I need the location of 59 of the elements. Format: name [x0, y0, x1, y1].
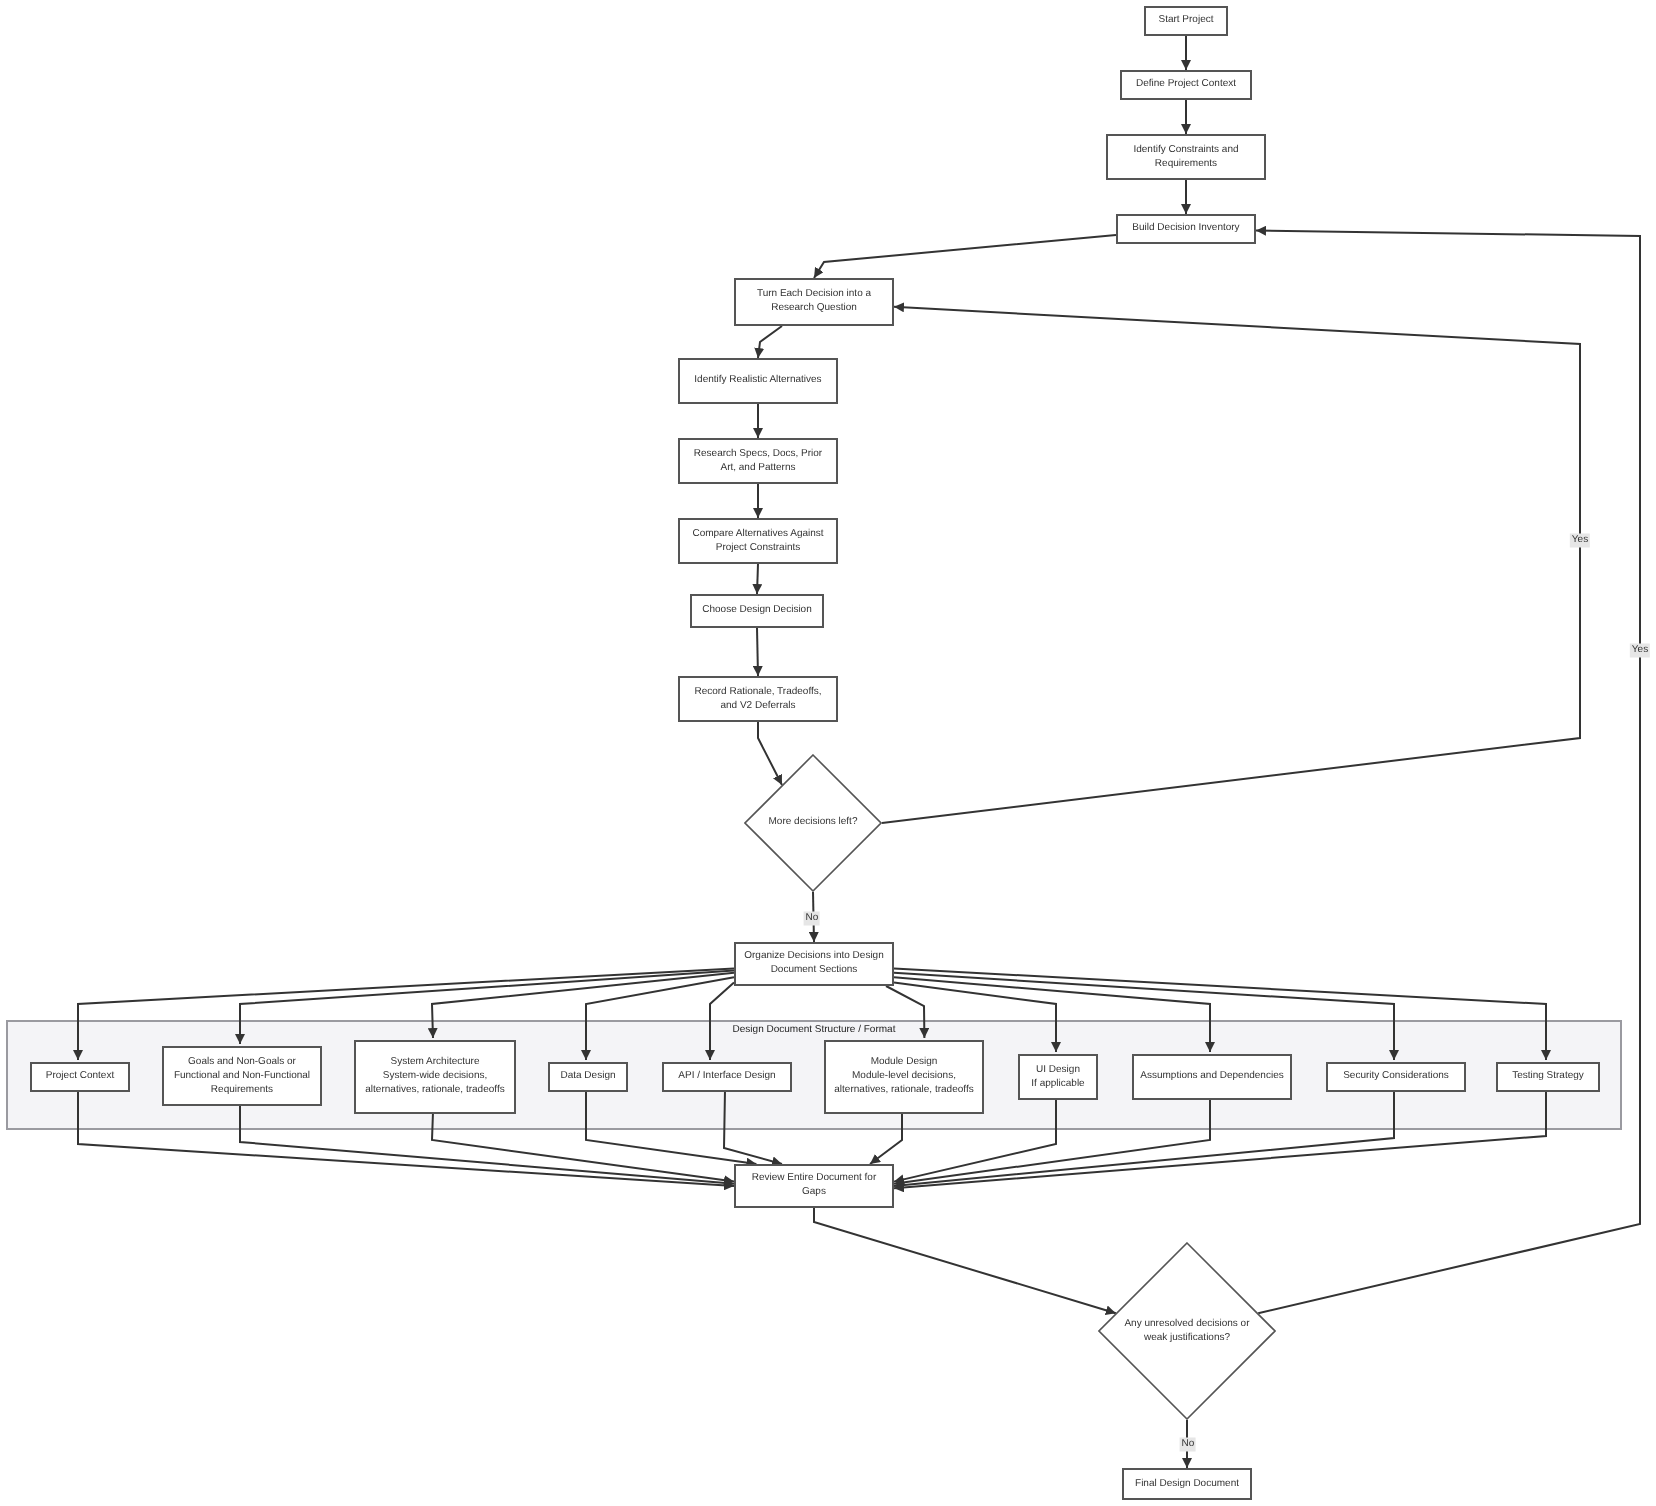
- arrow: [885, 985, 930, 1039]
- process-box: [734, 1164, 894, 1208]
- arrow: [430, 1111, 735, 1186]
- process-box: [548, 1062, 628, 1092]
- arrow: [753, 483, 763, 519]
- arrow: [813, 234, 1117, 279]
- arrow: [893, 1089, 1547, 1193]
- decision-diamond: [1098, 1242, 1276, 1420]
- process-box: [734, 278, 894, 326]
- arrow: [754, 325, 783, 359]
- arrow: [77, 1089, 735, 1191]
- arrow: [893, 981, 1061, 1053]
- arrow: [893, 967, 1551, 1061]
- group-panel: [6, 1020, 1622, 1130]
- arrow: [73, 967, 735, 1061]
- arrow: [813, 1207, 1117, 1316]
- arrow: [581, 976, 735, 1061]
- process-box: [1122, 1468, 1252, 1500]
- process-box: [690, 594, 824, 628]
- arrow: [869, 1111, 903, 1165]
- arrow: [235, 969, 735, 1045]
- decision-diamond: [744, 754, 882, 892]
- arrow: [752, 627, 763, 677]
- process-box: [678, 676, 838, 722]
- arrow: [752, 563, 763, 595]
- process-box: [662, 1062, 792, 1092]
- process-box: [678, 358, 838, 404]
- process-box: [678, 518, 838, 564]
- arrow: [753, 403, 763, 439]
- arrow: [585, 1089, 758, 1168]
- arrow: [723, 1089, 783, 1167]
- arrow: [705, 981, 735, 1061]
- process-box: [1496, 1062, 1600, 1092]
- arrow: [1255, 225, 1641, 1315]
- arrow: [893, 976, 1215, 1053]
- arrow: [427, 971, 735, 1039]
- process-box: [1326, 1062, 1466, 1092]
- arrow: [893, 1097, 1211, 1188]
- arrow: [893, 971, 1399, 1061]
- process-box: [1144, 6, 1228, 36]
- process-box: [30, 1062, 130, 1092]
- arrow: [1181, 35, 1191, 71]
- arrow: [881, 302, 1581, 824]
- arrow: [757, 721, 783, 786]
- process-box: [1116, 214, 1256, 244]
- process-box: [354, 1040, 516, 1114]
- process-box: [1120, 70, 1252, 100]
- arrow: [1181, 179, 1191, 215]
- arrow: [893, 1097, 1057, 1185]
- arrow: [1181, 99, 1191, 135]
- arrow: [239, 1103, 735, 1188]
- process-box: [1106, 134, 1266, 180]
- process-box: [1132, 1054, 1292, 1100]
- process-box: [162, 1046, 322, 1106]
- process-box: [1018, 1054, 1098, 1100]
- process-box: [678, 438, 838, 484]
- process-box: [734, 942, 894, 986]
- arrow: [893, 1089, 1395, 1190]
- process-box: [824, 1040, 984, 1114]
